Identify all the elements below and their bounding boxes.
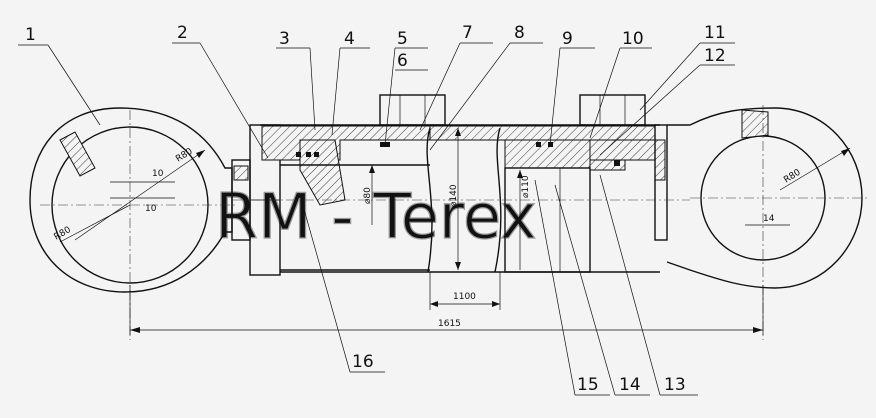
callout-12: 12 (704, 46, 726, 66)
dim-offset-b: 10 (145, 204, 157, 214)
callout-6: 6 (397, 51, 408, 71)
dim-radius-left: R80 (174, 147, 195, 165)
left-rod-eye (29, 107, 235, 340)
callout-2: 2 (177, 23, 188, 43)
dim-piston-diameter: ⌀110 (521, 175, 531, 198)
ports (379, 94, 646, 126)
dim-slot-width: 14 (763, 214, 775, 224)
callout-9: 9 (562, 29, 573, 49)
callout-8: 8 (514, 23, 525, 43)
callout-11: 11 (704, 23, 726, 43)
callout-5: 5 (397, 29, 408, 49)
callout-7: 7 (462, 23, 473, 43)
dim-offset-a: 10 (152, 169, 164, 179)
callout-4: 4 (344, 29, 355, 49)
right-clevis-eye (666, 105, 870, 340)
callout-3: 3 (279, 29, 290, 49)
dim-overall-length: 1615 (438, 319, 461, 329)
cylinder-body (260, 124, 668, 273)
callout-1: 1 (25, 25, 36, 45)
dim-stroke: 1100 (453, 292, 476, 302)
callout-16: 16 (352, 352, 374, 372)
dim-rod-diameter: ⌀80 (363, 187, 373, 204)
callout-10: 10 (622, 29, 644, 49)
watermark: RM - Terex (215, 180, 537, 253)
callout-leaders (18, 42, 735, 396)
callout-14: 14 (619, 375, 641, 395)
callout-15: 15 (577, 375, 599, 395)
dim-bore-diameter: ⌀140 (449, 184, 459, 207)
callout-13: 13 (664, 375, 686, 395)
